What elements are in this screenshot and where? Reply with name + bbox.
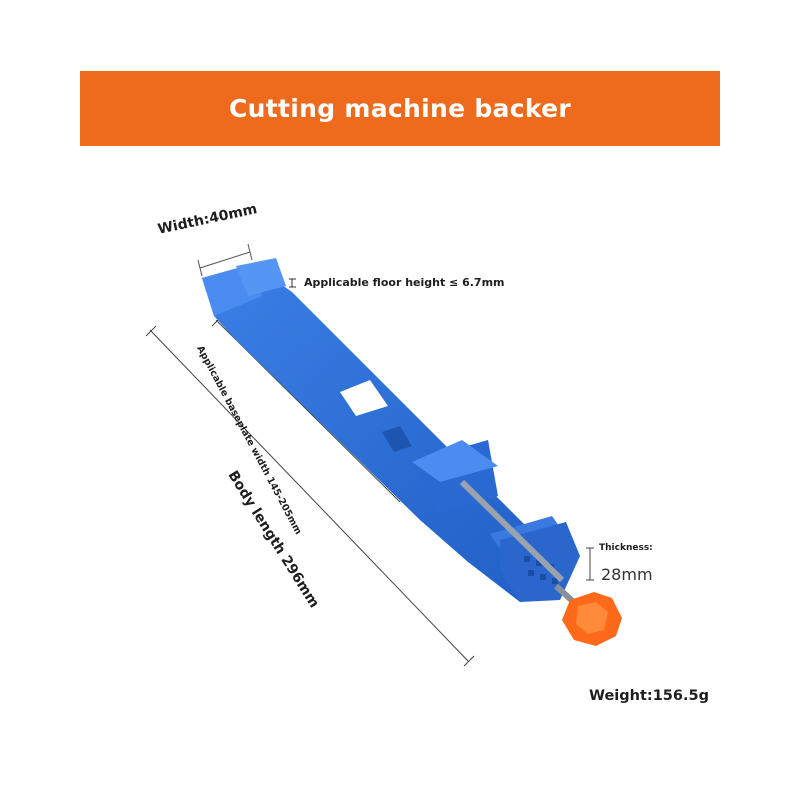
floor-height-marker: [289, 278, 296, 288]
backer-body: [202, 258, 580, 602]
width-dimension-line: [197, 243, 253, 277]
knob: [562, 592, 622, 646]
body-length-dimension-line: [145, 325, 475, 667]
weight-label: Weight:156.5g: [589, 688, 709, 704]
title-banner: Cutting machine backer: [80, 71, 720, 146]
banner-title: Cutting machine backer: [228, 94, 571, 123]
thickness-bracket: [586, 547, 594, 581]
thickness-value: 28mm: [601, 565, 653, 584]
thickness-title: Thickness:: [599, 543, 653, 553]
floor-height-label: Applicable floor height ≤ 6.7mm: [304, 276, 505, 289]
